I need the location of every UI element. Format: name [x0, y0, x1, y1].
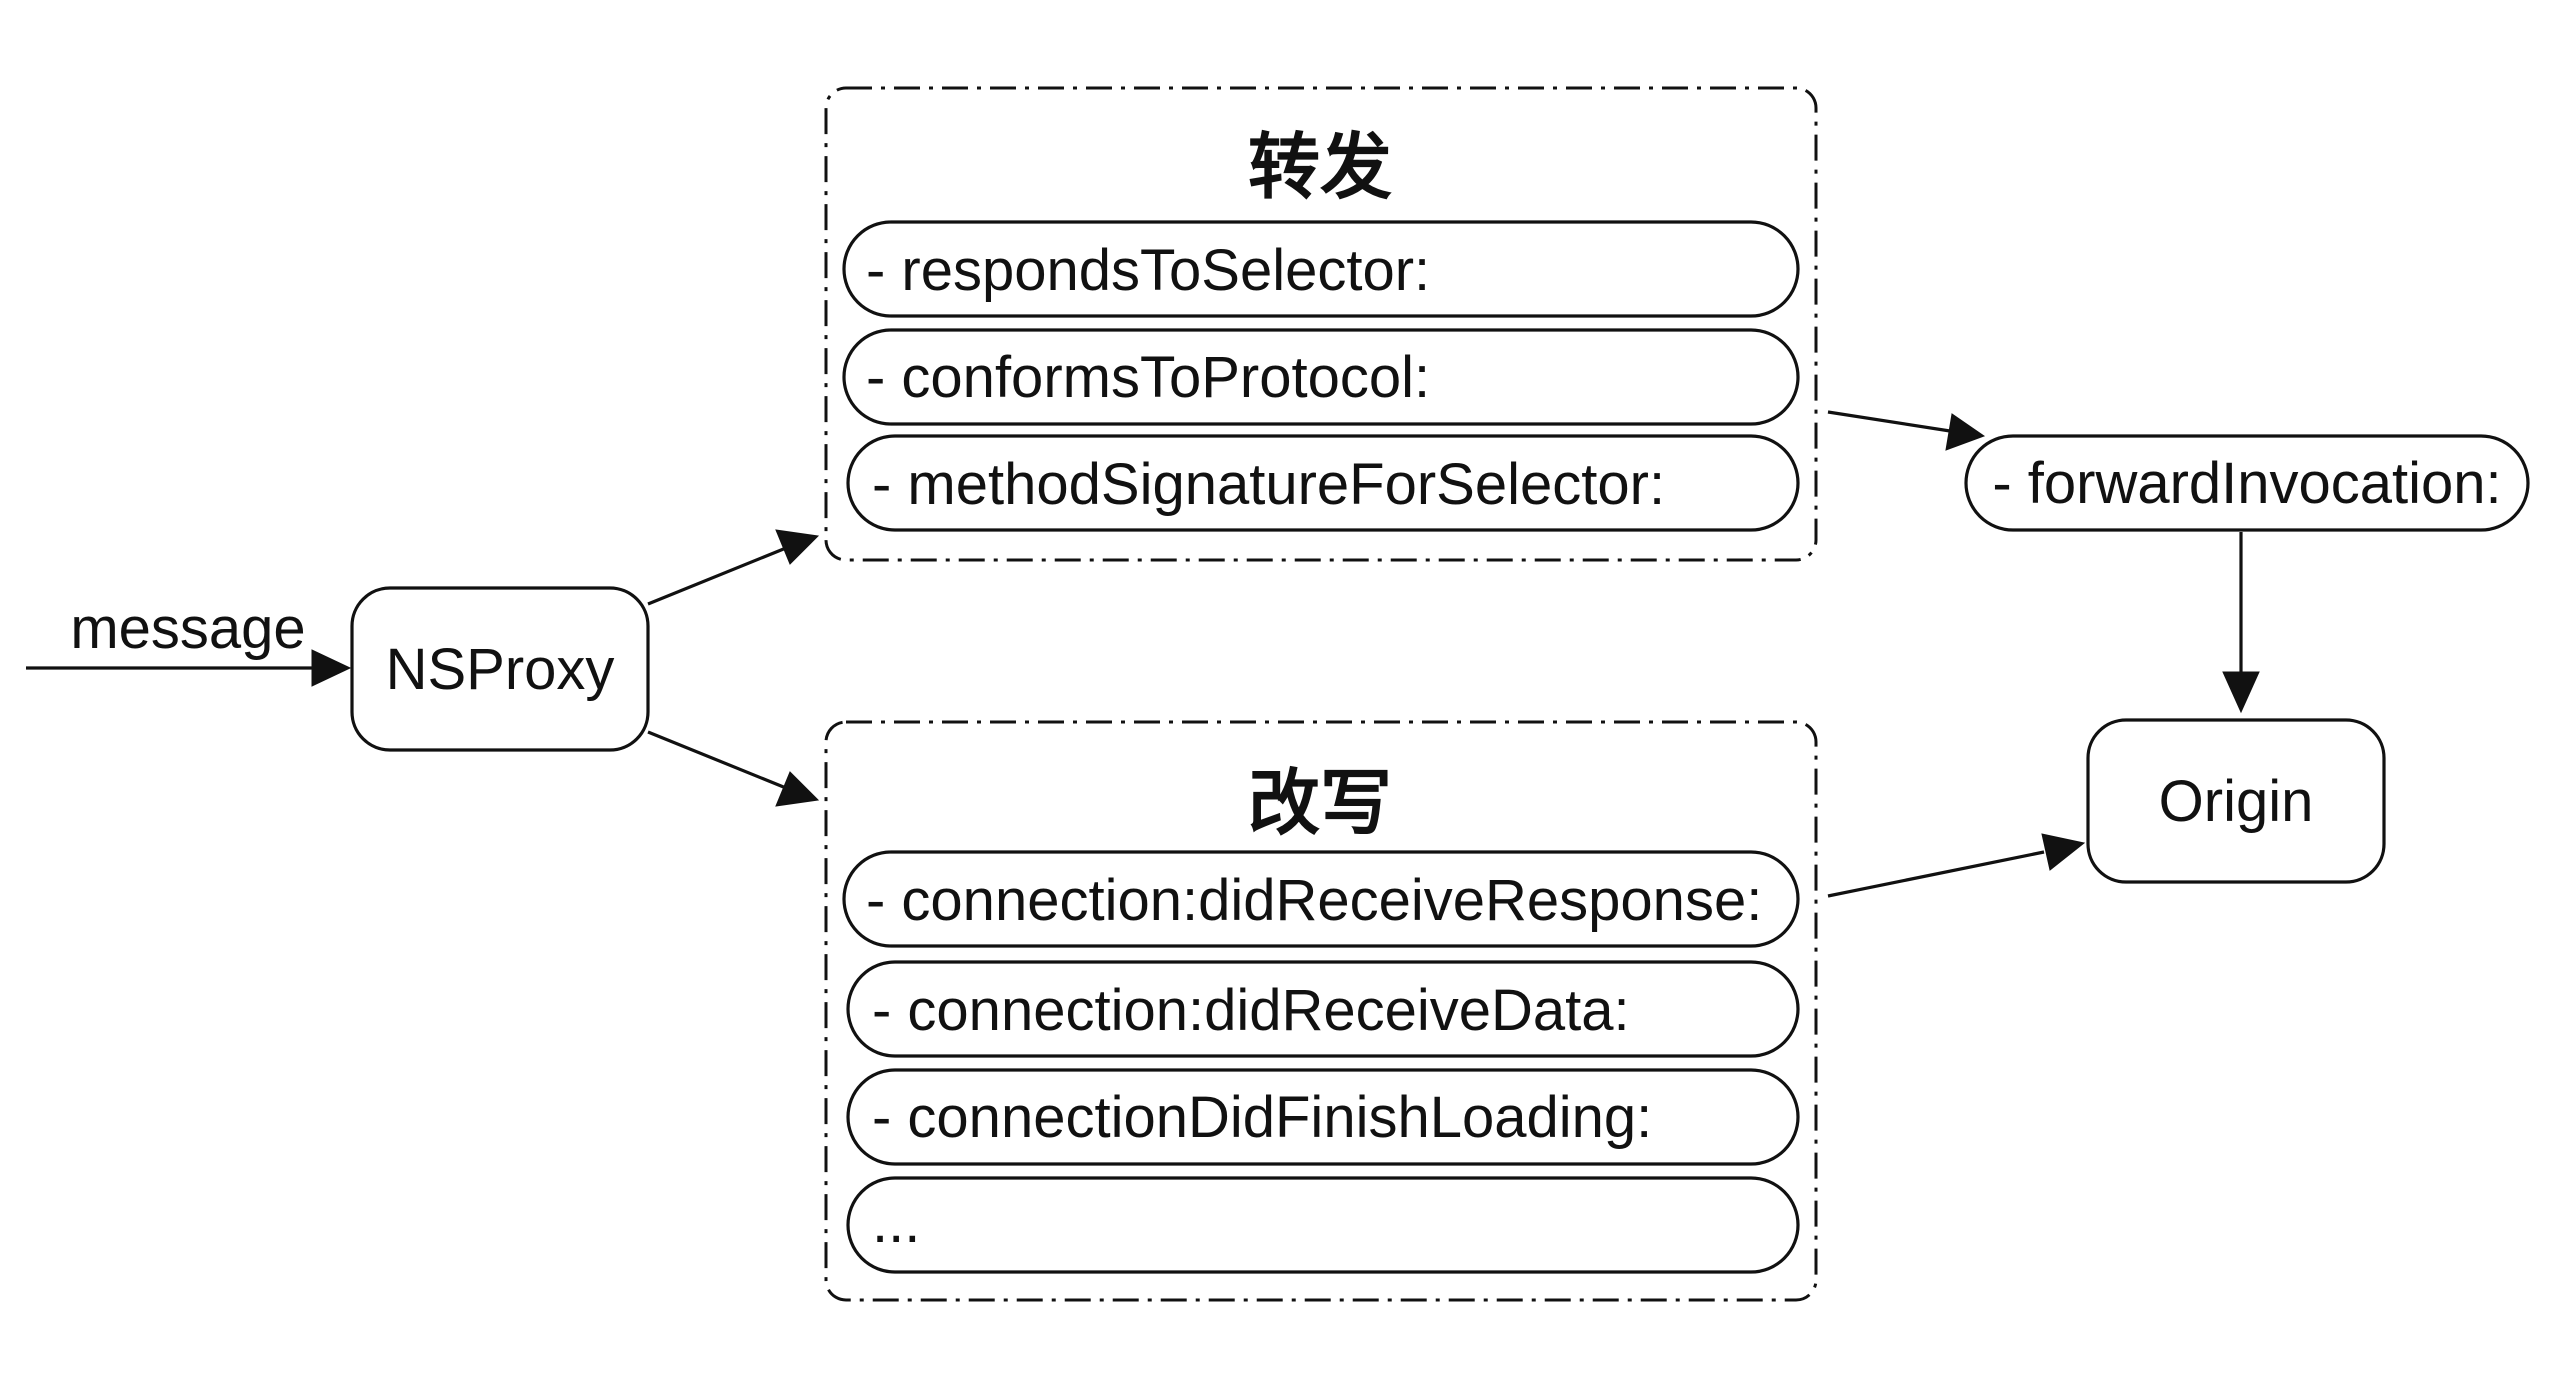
node-nsproxy: NSProxy — [350, 586, 650, 752]
group-rewriting: 改写 - connection:didReceiveResponse: - co… — [824, 720, 1818, 1302]
rewriting-item: - connection:didReceiveData: — [846, 960, 1800, 1058]
forwarding-item: - methodSignatureForSelector: — [846, 434, 1800, 532]
edge-forward-invocation-to-origin — [2222, 532, 2260, 714]
group-forwarding: 转发 - respondsToSelector: - conformsToPro… — [824, 86, 1818, 562]
rewriting-item: ... — [846, 1176, 1800, 1274]
rewriting-item-label: - connection:didReceiveData: — [872, 978, 1630, 1043]
rewriting-item-label: ... — [872, 1190, 920, 1255]
forwarding-item-label: - conformsToProtocol: — [866, 345, 1430, 410]
rewriting-title: 改写 — [1248, 761, 1392, 845]
node-forward-invocation: - forwardInvocation: — [1964, 434, 2530, 532]
edge-rewriting-to-origin — [1827, 833, 2086, 898]
origin-label: Origin — [2159, 769, 2314, 834]
edge-proxy-to-forwarding — [647, 529, 820, 606]
message-label: message — [70, 596, 305, 661]
forwarding-item-label: - respondsToSelector: — [866, 238, 1430, 303]
rewriting-item-label: - connection:didReceiveResponse: — [866, 868, 1762, 933]
edge-proxy-to-rewriting — [647, 730, 820, 807]
rewriting-item: - connection:didReceiveResponse: — [842, 850, 1800, 948]
node-origin: Origin — [2086, 718, 2386, 884]
forward-invocation-label: - forwardInvocation: — [1992, 451, 2501, 516]
forwarding-item: - conformsToProtocol: — [842, 328, 1800, 426]
edge-forwarding-to-forward-invocation — [1827, 410, 1986, 451]
rewriting-item-label: - connectionDidFinishLoading: — [872, 1085, 1652, 1150]
edge-message-to-proxy — [26, 649, 352, 687]
forwarding-item: - respondsToSelector: — [842, 220, 1800, 318]
forwarding-item-label: - methodSignatureForSelector: — [872, 452, 1665, 517]
nsproxy-label: NSProxy — [386, 637, 615, 702]
forwarding-title: 转发 — [1248, 125, 1392, 209]
rewriting-item: - connectionDidFinishLoading: — [846, 1068, 1800, 1166]
